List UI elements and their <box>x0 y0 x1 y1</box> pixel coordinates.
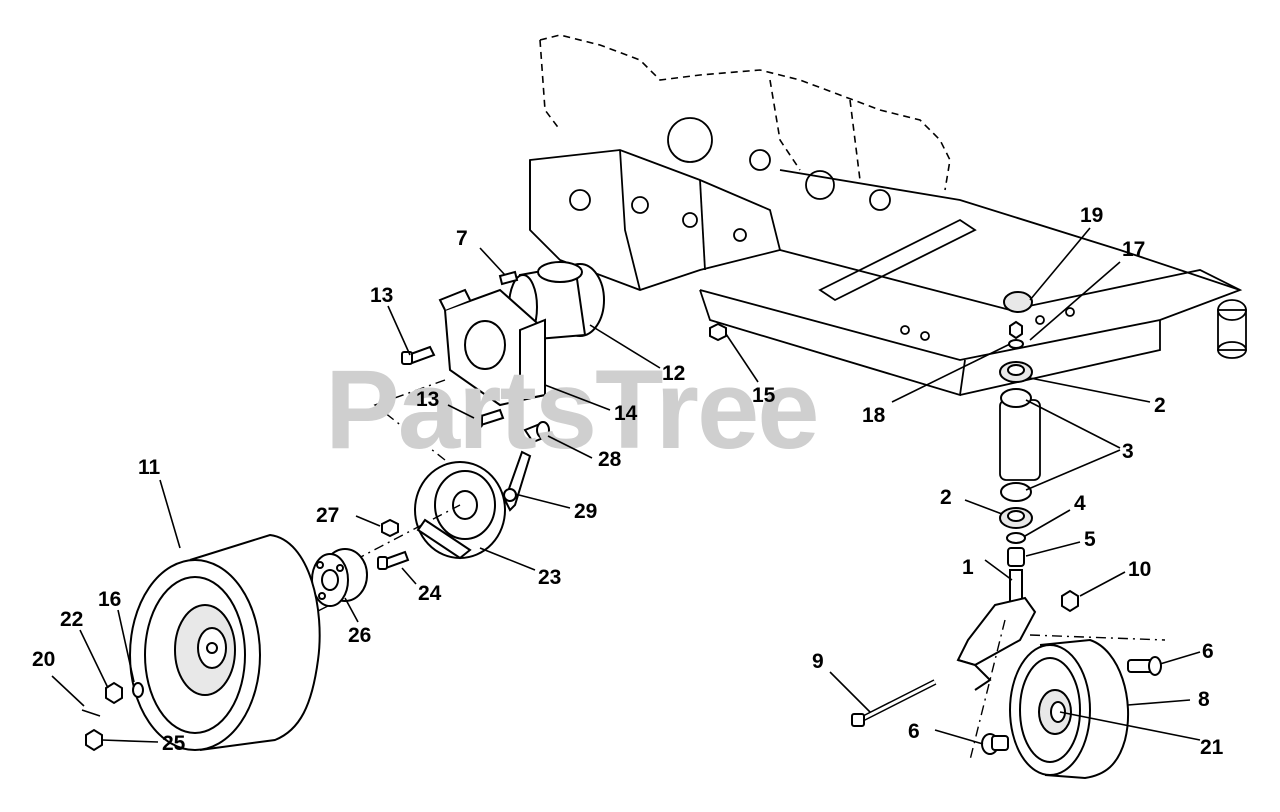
callout-6-right: 6 <box>1202 640 1214 663</box>
brake-lever[interactable] <box>503 450 532 512</box>
callout-9: 9 <box>812 650 824 673</box>
wheel-spacer-left[interactable] <box>981 733 1009 755</box>
hub-nut[interactable] <box>381 518 399 538</box>
callout-1: 1 <box>962 556 974 579</box>
callout-15: 15 <box>752 384 776 407</box>
callout-10: 10 <box>1128 558 1151 581</box>
bracket-bolt-lower[interactable] <box>471 408 505 428</box>
callout-20: 20 <box>32 648 55 671</box>
callout-25: 25 <box>162 732 186 755</box>
callout-17: 17 <box>1122 238 1145 261</box>
caster-bearing-upper[interactable] <box>999 361 1033 383</box>
callout-21: 21 <box>1200 736 1224 759</box>
callout-29: 29 <box>574 500 597 523</box>
callout-7: 7 <box>456 227 468 250</box>
axle-nut[interactable] <box>1061 589 1079 613</box>
axle-bolt[interactable] <box>851 679 937 727</box>
spindle-nut[interactable] <box>1009 320 1023 340</box>
callout-2-lower: 2 <box>940 486 952 509</box>
callout-14: 14 <box>614 402 638 425</box>
hub-bolt[interactable] <box>377 550 410 570</box>
callout-11: 11 <box>138 456 161 479</box>
callout-4: 4 <box>1074 492 1086 515</box>
callout-26: 26 <box>348 624 371 647</box>
callout-28: 28 <box>598 448 622 471</box>
spacer-washer[interactable] <box>1006 532 1026 544</box>
washer[interactable] <box>132 682 144 698</box>
leader-lines <box>51 227 1201 745</box>
callout-23: 23 <box>538 566 561 589</box>
callout-6-left: 6 <box>908 720 920 743</box>
callout-8: 8 <box>1198 688 1210 711</box>
drive-wheel[interactable] <box>129 533 321 751</box>
callout-13-lower: 13 <box>416 388 439 411</box>
callout-24: 24 <box>418 582 442 605</box>
callout-18: 18 <box>862 404 886 427</box>
nut[interactable] <box>709 322 727 342</box>
callout-16: 16 <box>98 588 121 611</box>
motor-mount-bracket[interactable] <box>438 288 546 407</box>
callout-2-upper: 2 <box>1154 394 1166 417</box>
spindle-washer[interactable] <box>1008 339 1024 349</box>
wheel-hub[interactable] <box>311 548 368 607</box>
brake-plate[interactable] <box>414 461 506 560</box>
callout-5: 5 <box>1084 528 1096 551</box>
callout-22: 22 <box>60 608 83 631</box>
caster-bearing-lower[interactable] <box>999 507 1033 529</box>
cotter-pin[interactable] <box>81 709 101 717</box>
callout-3: 3 <box>1122 440 1134 463</box>
caster-wheel[interactable] <box>1009 638 1129 780</box>
dust-cap[interactable] <box>1003 291 1033 313</box>
callout-27: 27 <box>316 504 339 527</box>
bearing-race-upper[interactable] <box>1000 388 1032 408</box>
callout-19: 19 <box>1080 204 1103 227</box>
callout-13-upper: 13 <box>370 284 393 307</box>
callout-12: 12 <box>662 362 685 385</box>
watermark-text: PartsTree <box>325 347 818 472</box>
lug-nut[interactable] <box>105 681 123 705</box>
wheel-spacer-right[interactable] <box>1127 656 1162 676</box>
spacer-bushing[interactable] <box>1007 547 1025 567</box>
bearing-race-lower[interactable] <box>1000 482 1032 502</box>
caster-fork[interactable] <box>956 569 1037 691</box>
wheel-nut[interactable] <box>85 728 103 752</box>
